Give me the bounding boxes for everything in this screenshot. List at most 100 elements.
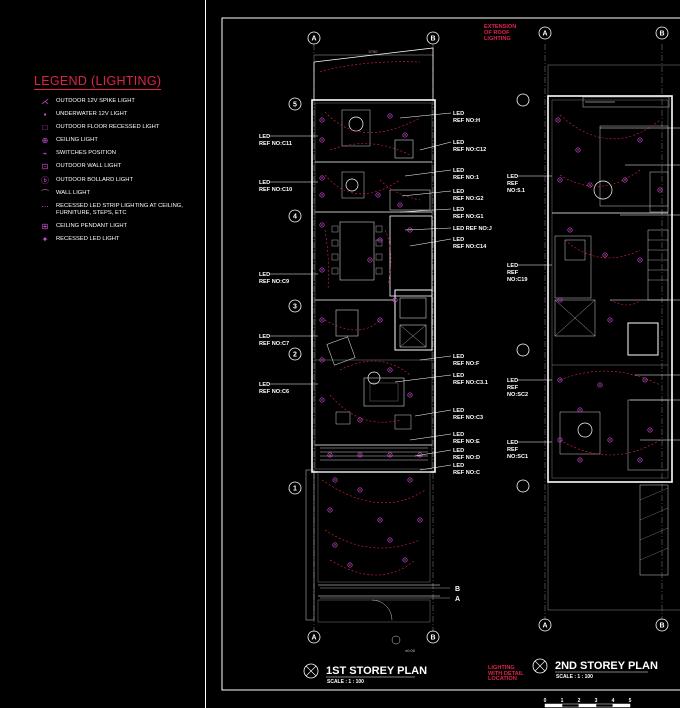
led-label: LED bbox=[453, 448, 464, 454]
plan-title: 1ST STOREY PLAN bbox=[326, 665, 427, 677]
led-label: LED bbox=[507, 378, 518, 384]
roof-note: LIGHTING bbox=[484, 36, 511, 42]
ceiling-light-icon bbox=[577, 407, 583, 413]
ceiling-light-icon bbox=[327, 507, 333, 513]
ceiling-light-icon bbox=[319, 175, 325, 181]
grid-label: B bbox=[659, 31, 664, 38]
led-label: LED bbox=[453, 432, 464, 438]
led-ref-label: REF NO:E bbox=[453, 439, 480, 445]
legend-item: ⋯RECESSED LED STRIP LIGHTING AT CEILING,… bbox=[34, 202, 204, 217]
led-ref-label: REF bbox=[507, 270, 519, 276]
grid-row-bubble bbox=[516, 479, 530, 493]
ceiling-light-icon bbox=[642, 377, 648, 383]
ceiling-light-dot bbox=[329, 509, 331, 511]
led-label: LED bbox=[453, 237, 464, 243]
leader-line bbox=[414, 409, 452, 417]
legend-item-label: CEILING LIGHT bbox=[56, 137, 98, 144]
level-mark: ±0.00 bbox=[405, 648, 416, 653]
legend-item-label: OUTDOOR 12V SPIKE LIGHT bbox=[56, 98, 135, 104]
ceiling-light-dot bbox=[639, 459, 641, 461]
ceiling-light-icon bbox=[557, 297, 563, 303]
ceiling-light-dot bbox=[321, 139, 323, 141]
leader-line bbox=[409, 238, 452, 247]
led-label: LED bbox=[259, 272, 270, 278]
grid-row-bubble bbox=[288, 481, 302, 495]
ceiling-light-dot bbox=[321, 177, 323, 179]
ceiling-light-icon bbox=[387, 113, 393, 119]
plan-scale: SCALE : 1 : 100 bbox=[327, 679, 364, 685]
scale-bar-tick: 5 bbox=[629, 698, 632, 704]
second-storey-plan: A B A B bbox=[507, 26, 680, 708]
ceiling-light-icon bbox=[357, 452, 363, 458]
ceiling-light-dot bbox=[604, 254, 606, 256]
ceiling-light-icon bbox=[377, 237, 383, 243]
ceiling-light-icon bbox=[637, 257, 643, 263]
led-ref-number: NO:SC2 bbox=[507, 392, 528, 398]
grid-row-bubble bbox=[516, 343, 530, 357]
ceiling-light-icon bbox=[607, 437, 613, 443]
led-ref-label: REF NO:C7 bbox=[259, 341, 289, 347]
leader-line bbox=[399, 112, 452, 119]
led-ref-label: REF NO:C11 bbox=[259, 141, 292, 147]
led-label: LED bbox=[453, 373, 464, 379]
led-ref-number: NO:SC1 bbox=[507, 454, 528, 460]
ceiling-light-dot bbox=[321, 119, 323, 121]
ceiling-light-icon bbox=[557, 177, 563, 183]
sheet-border bbox=[221, 17, 680, 691]
led-label: LED bbox=[507, 174, 518, 180]
ceiling-light-dot bbox=[321, 399, 323, 401]
ceiling-light-dot bbox=[394, 299, 396, 301]
ceiling-light-dot bbox=[399, 204, 401, 206]
ceiling-light-icon bbox=[375, 192, 381, 198]
leader-line bbox=[401, 190, 452, 197]
ceiling-light-icon bbox=[607, 317, 613, 323]
ceiling-light-dot bbox=[644, 379, 646, 381]
ceiling-light-dot bbox=[559, 379, 561, 381]
bottom-note: LOCATION bbox=[488, 676, 517, 682]
grid-label: B bbox=[430, 635, 435, 642]
switch-icon: ⌁ bbox=[42, 149, 48, 159]
grid-row-label: 4 bbox=[293, 214, 297, 221]
ceiling-light-dot bbox=[329, 454, 331, 456]
grid-label: B bbox=[430, 36, 435, 43]
ceiling-light-dot bbox=[639, 259, 641, 261]
ceiling-light-dot bbox=[321, 359, 323, 361]
led-ref-label: REF bbox=[507, 181, 519, 187]
sheet-divider bbox=[205, 0, 206, 708]
led-label: LED bbox=[259, 334, 270, 340]
led-ref-label: REF NO:F bbox=[453, 361, 480, 367]
led-label: LED bbox=[453, 111, 464, 117]
ceiling-light-icon bbox=[377, 517, 383, 523]
legend-item: ⌁SWITCHES POSITION bbox=[34, 149, 204, 159]
ceiling-light-icon bbox=[587, 182, 593, 188]
ceiling-light-dot bbox=[599, 384, 601, 386]
led-label: LED bbox=[453, 408, 464, 414]
ceiling-light-icon bbox=[319, 117, 325, 123]
ceiling-light-icon bbox=[357, 417, 363, 423]
floor-recessed-light-icon: □ bbox=[42, 123, 48, 133]
ceiling-light-dot bbox=[649, 429, 651, 431]
legend-item: ⋌OUTDOOR 12V SPIKE LIGHT bbox=[34, 98, 204, 106]
ceiling-light-icon bbox=[319, 192, 325, 198]
ceiling-light-dot bbox=[609, 319, 611, 321]
bollard-light-icon: ⓑ bbox=[41, 175, 49, 185]
ceiling-light-dot bbox=[577, 149, 579, 151]
legend-item: ⊡OUTDOOR WALL LIGHT bbox=[34, 163, 204, 171]
legend-item-label: OUTDOOR WALL LIGHT bbox=[56, 163, 122, 170]
ceiling-light-dot bbox=[419, 519, 421, 521]
recessed-led-icon: ✦ bbox=[41, 234, 49, 244]
legend-item-label: OUTDOOR FLOOR RECESSED LIGHT bbox=[56, 124, 160, 131]
grid-row-bubble bbox=[288, 209, 302, 223]
scale-bar-tick: 0 bbox=[544, 698, 547, 704]
leader-line bbox=[419, 464, 452, 471]
roof-note: EXTENSION bbox=[484, 24, 516, 30]
leader-line bbox=[409, 433, 452, 441]
ceiling-light-dot bbox=[579, 409, 581, 411]
ceiling-light-icon bbox=[637, 137, 643, 143]
lighting-legend: LEGEND (LIGHTING) ⋌OUTDOOR 12V SPIKE LIG… bbox=[34, 74, 204, 249]
ceiling-light-icon bbox=[387, 537, 393, 543]
grid-bubble-A-top bbox=[307, 31, 321, 45]
ceiling-light-dot bbox=[379, 319, 381, 321]
legend-item: ▪UNDERWATER 12V LIGHT bbox=[34, 111, 204, 119]
led-ref-label: REF NO:D bbox=[453, 455, 480, 461]
